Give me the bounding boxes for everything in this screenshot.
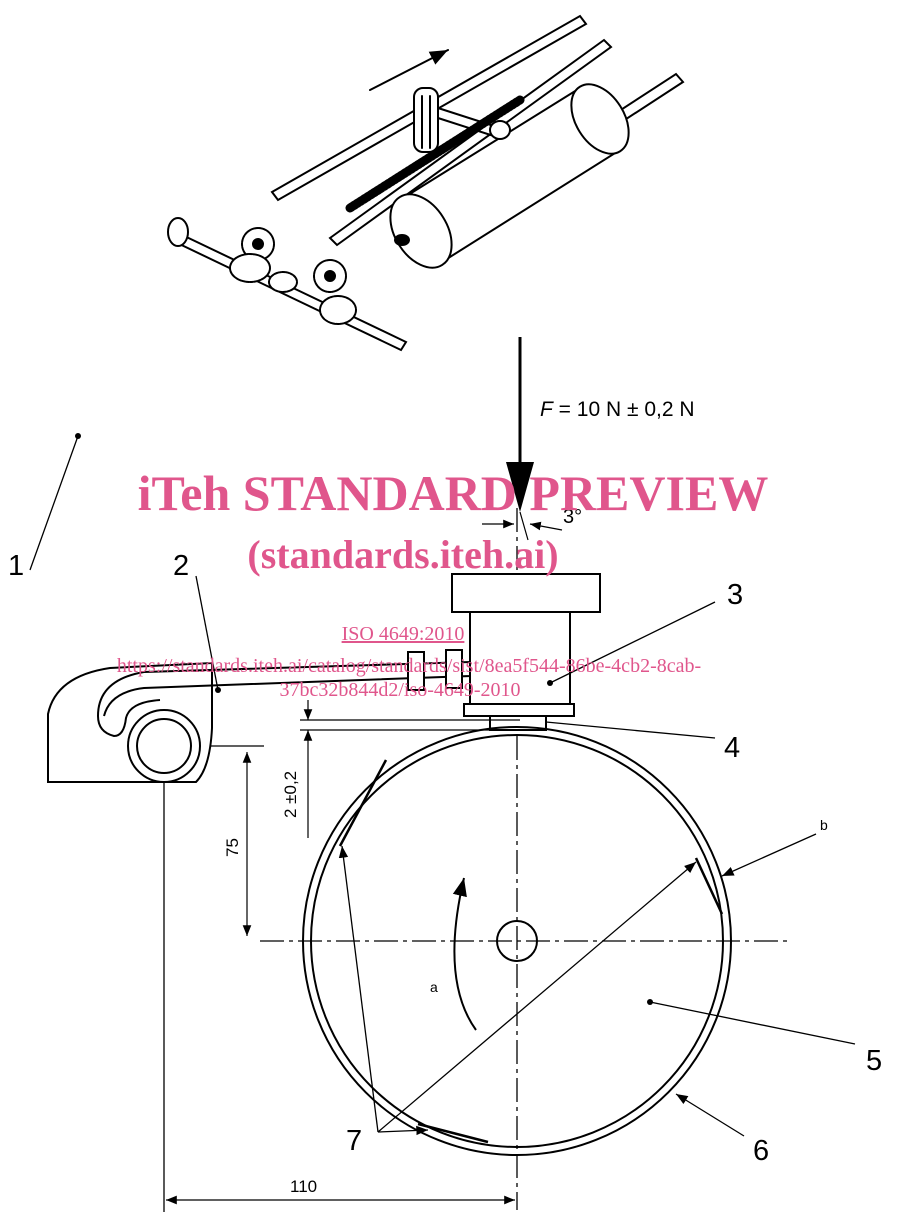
callout-7: 7 — [346, 1125, 362, 1157]
leader-7a — [338, 845, 379, 1133]
watermark: iTeh STANDARD PREVIEW (standards.iteh.ai… — [117, 465, 768, 701]
worm-gear-left — [229, 253, 271, 283]
callout-6: 6 — [753, 1135, 769, 1167]
dot-1 — [75, 433, 81, 439]
pivot-bearing-inner — [136, 718, 192, 774]
callout-1: 1 — [8, 550, 24, 582]
abrasion-drum — [302, 726, 732, 1156]
callout-5: 5 — [866, 1045, 882, 1077]
tilted-axis-line — [519, 511, 529, 541]
angle-arrow-right — [529, 521, 563, 531]
drum-axle-hub — [394, 234, 410, 246]
pivoted-arm — [96, 660, 471, 738]
watermark-code[interactable]: ISO 4649:2010 — [342, 623, 465, 645]
gear-hub — [252, 238, 264, 250]
vertical-dimension-label: 75 — [223, 838, 242, 857]
watermark-title: iTeh STANDARD PREVIEW — [138, 465, 769, 521]
adhesive-strip-bottom — [417, 1122, 489, 1144]
callout-2: 2 — [173, 550, 189, 582]
rotation-arrow — [452, 877, 477, 1031]
leader-7b — [377, 861, 697, 1133]
worm-gear-middle — [268, 271, 298, 293]
tilt-angle: 3° — [482, 506, 582, 541]
drum-end-right — [570, 83, 630, 155]
callout-4: 4 — [724, 732, 740, 764]
carriage-clamp — [413, 87, 439, 153]
leader-b — [721, 833, 817, 877]
dot-5 — [647, 999, 653, 1005]
handwheel-left — [167, 217, 189, 247]
adhesive-strip-left — [338, 759, 388, 847]
lead-screw — [345, 95, 525, 213]
pivot-arm-assembly — [47, 649, 471, 783]
leader-1 — [29, 435, 79, 571]
leader-lines — [29, 435, 856, 1137]
arm-clamp-left — [407, 651, 425, 691]
isometric-apparatus-sketch — [167, 14, 685, 352]
leader-3 — [549, 601, 716, 684]
watermark-url-line1[interactable]: https://standards.iteh.ai/catalog/standa… — [117, 655, 701, 677]
leader-4 — [545, 721, 716, 739]
traverse-direction-arrow — [369, 49, 449, 91]
pivot-bearing-outer — [127, 709, 201, 783]
force-label: F = 10 N ± 0,2 N — [540, 398, 695, 421]
carriage-arm — [437, 107, 501, 139]
note-a: a — [430, 979, 438, 995]
leader-7c — [377, 1125, 429, 1136]
dot-2 — [215, 687, 221, 693]
load-force: F = 10 N ± 0,2 N — [506, 337, 695, 512]
carriage-knob — [489, 120, 511, 140]
holder-top-weight — [451, 573, 601, 613]
horizontal-dimension-label: 110 — [290, 1177, 317, 1196]
dimension-lines — [166, 700, 520, 1205]
leader-5 — [649, 1001, 856, 1045]
watermark-url-line2[interactable]: 37bc32b844d2/iso-4649-2010 — [279, 679, 520, 701]
gap-dimension-label: 2 ±0,2 — [281, 771, 300, 818]
worm-gear-right — [319, 295, 357, 325]
specimen-holder — [451, 573, 601, 731]
drum-axle — [496, 920, 538, 962]
leader-2 — [195, 575, 219, 691]
arm-clamp-right — [445, 649, 463, 689]
force-arrow-head — [506, 462, 534, 512]
gear-hub — [324, 270, 336, 282]
leader-6 — [675, 1093, 745, 1137]
angle-label: 3° — [563, 506, 582, 528]
callout-3: 3 — [727, 579, 743, 611]
drum-outer — [302, 726, 732, 1156]
watermark-subtitle: (standards.iteh.ai) — [247, 532, 558, 577]
note-b: b — [820, 817, 828, 833]
abrasive-sheet — [310, 734, 724, 1148]
holder-collar — [463, 703, 575, 717]
adhesive-strip-right — [694, 857, 724, 915]
dot-3 — [547, 680, 553, 686]
